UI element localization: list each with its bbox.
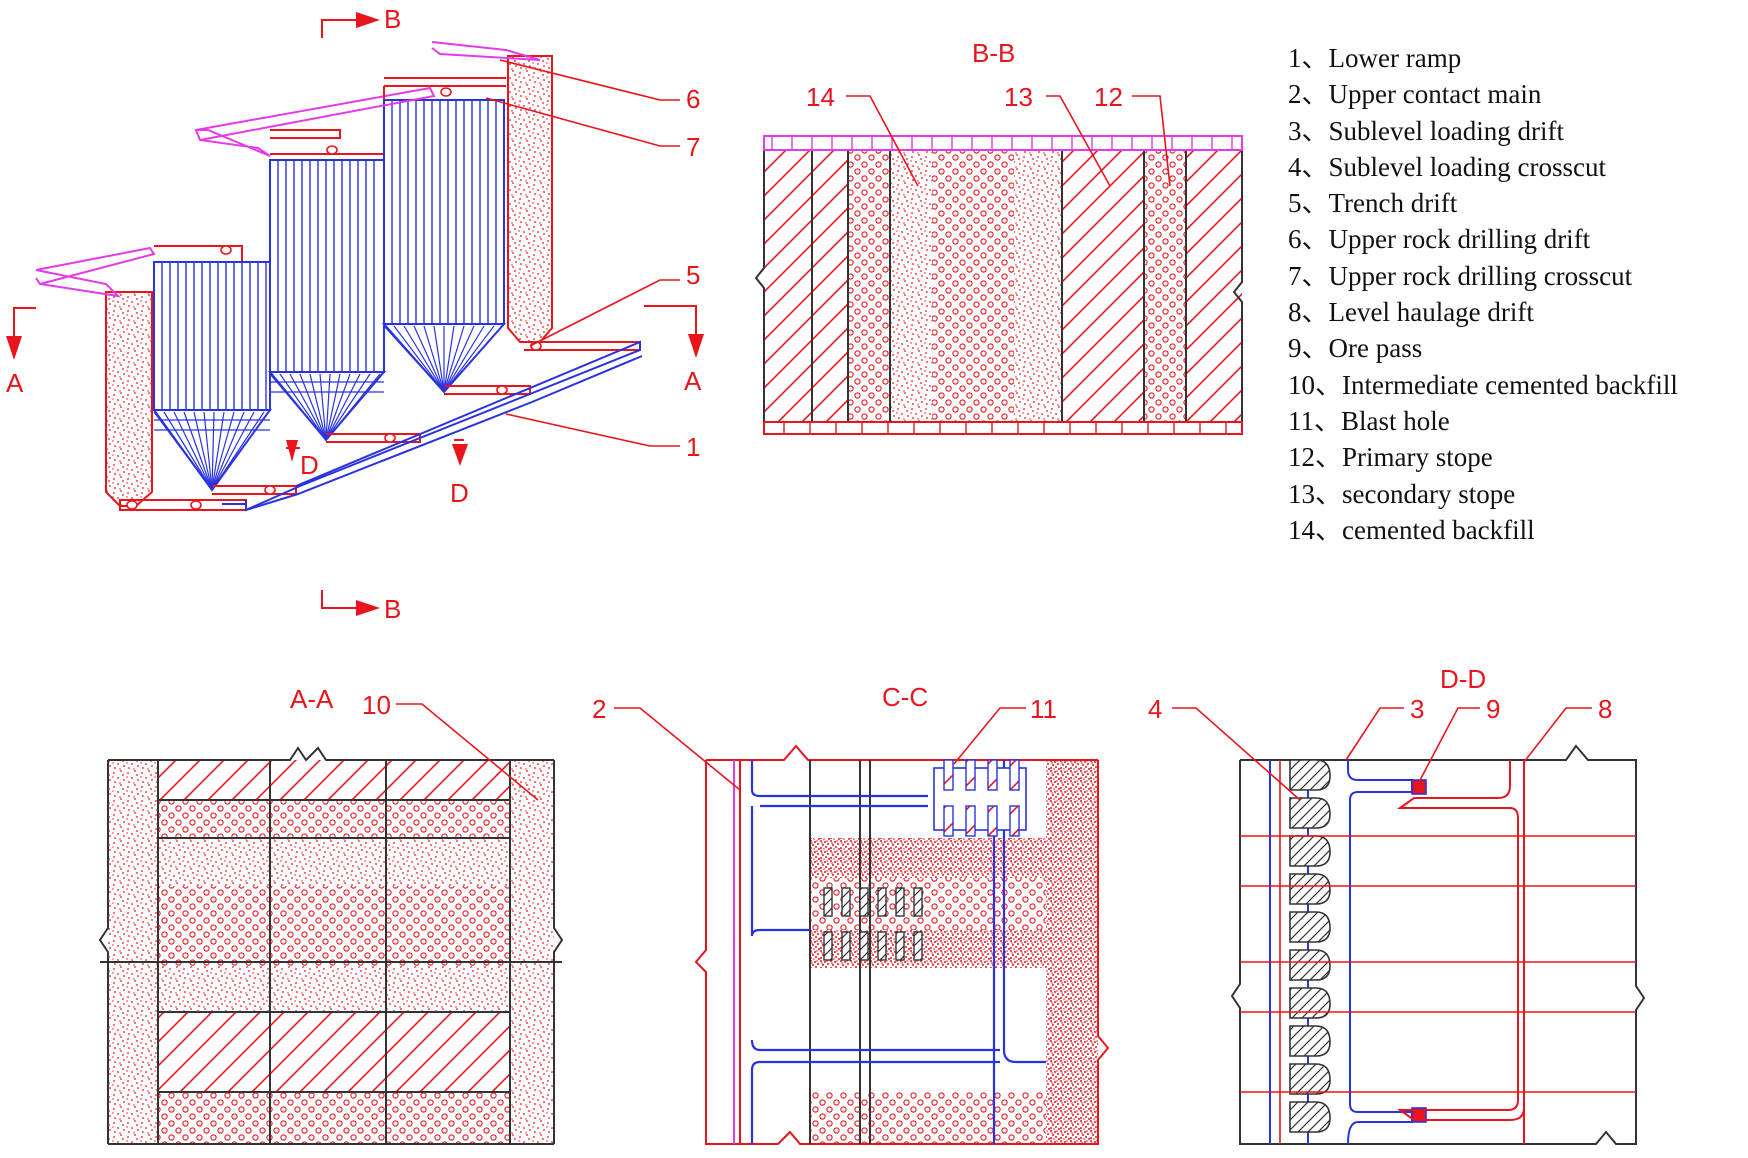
section-cc-view: C-C <box>592 682 1110 1145</box>
legend-item: 1、Lower ramp <box>1288 43 1462 73</box>
cc-primary-stope-bottom <box>810 1092 1046 1144</box>
bb-secondary-stope-4 <box>1186 150 1242 428</box>
callout-13: 13 <box>1004 82 1033 112</box>
cc-dark-blast-holes <box>823 887 923 961</box>
bb-secondary-stope-1 <box>764 150 812 428</box>
legend-item: 6、Upper rock drilling drift <box>1288 224 1591 255</box>
aa-primary-stope-3 <box>158 1092 510 1144</box>
section-bb-title: B-B <box>972 38 1015 68</box>
legend-item: 10、Intermediate cemented backfill <box>1288 369 1678 400</box>
callout-14: 14 <box>806 82 835 112</box>
section-b-top-marker: B <box>321 4 401 38</box>
section-aa-title: A-A <box>290 684 334 714</box>
legend-item: 11、Blast hole <box>1288 405 1450 436</box>
section-a-right-marker: A <box>644 305 704 396</box>
aa-left-backfill <box>108 760 158 1144</box>
drift-junctions <box>126 87 542 510</box>
dd-level-lines <box>1240 835 1636 1093</box>
bb-outline <box>754 150 1243 428</box>
section-a-left-marker: A <box>6 307 36 398</box>
callout-1: 1 <box>686 432 700 462</box>
section-d-right-marker: D <box>450 439 469 508</box>
callout-5: 5 <box>686 260 700 290</box>
legend-item: 5、Trench drift <box>1288 188 1458 219</box>
aa-grid <box>98 746 564 1145</box>
callout-9: 9 <box>1486 694 1500 724</box>
section-b-bottom-label: B <box>384 594 401 624</box>
left-backfill-column <box>105 291 153 507</box>
stope-middle <box>267 153 387 442</box>
section-d-left-label: D <box>300 450 319 480</box>
bb-primary-stope-1 <box>848 150 890 428</box>
lower-ramp <box>222 340 643 512</box>
bb-cemented-backfill-2 <box>1014 150 1062 428</box>
legend: 1、Lower ramp 2、Upper contact main 3、Subl… <box>1288 40 1748 548</box>
dd-outline <box>1230 744 1646 1145</box>
legend-item: 3、Sublevel loading drift <box>1288 115 1564 146</box>
bb-primary-stope-3 <box>1144 150 1186 428</box>
callout-8: 8 <box>1598 694 1612 724</box>
section-cc-title: C-C <box>882 682 928 712</box>
dd-ore-pass-bottom <box>1411 1107 1427 1123</box>
bb-cemented-backfill-1 <box>890 150 932 428</box>
isometric-callout-lines <box>485 59 680 447</box>
isometric-view: B B A A <box>6 4 704 624</box>
callout-12: 12 <box>1094 82 1123 112</box>
aa-right-backfill <box>510 760 554 1144</box>
stope-right <box>381 85 507 394</box>
upper-drilling-drifts <box>35 41 541 298</box>
callout-7: 7 <box>686 132 700 162</box>
bb-upper-drift <box>763 135 1243 151</box>
section-b-bottom-marker: B <box>321 590 401 624</box>
cc-outline <box>694 744 1110 1145</box>
bb-primary-stope-2 <box>932 150 1014 428</box>
legend-item: 2、Upper contact main <box>1288 79 1542 110</box>
aa-primary-stope-2 <box>158 886 510 966</box>
section-dd-title: D-D <box>1440 664 1486 694</box>
section-a-left-label: A <box>6 368 24 398</box>
section-aa-view: A-A 10 <box>98 684 564 1145</box>
aa-secondary-stope-bottom <box>158 1012 510 1092</box>
right-backfill-column <box>507 55 553 343</box>
callout-6: 6 <box>686 84 700 114</box>
callout-4: 4 <box>1148 694 1162 724</box>
bb-secondary-stope-3 <box>1062 150 1144 428</box>
section-b-top-label: B <box>384 4 401 34</box>
cc-right-backfill <box>1046 760 1098 1144</box>
section-d-left-marker: D <box>286 440 319 480</box>
section-bb-view: B-B 14 13 <box>754 38 1243 435</box>
section-a-right-label: A <box>684 366 702 396</box>
aa-primary-stope-1 <box>158 800 510 838</box>
section-dd-view: D-D <box>1148 664 1646 1145</box>
legend-item: 13、secondary stope <box>1288 478 1516 509</box>
stope-left <box>152 245 272 492</box>
callout-11: 11 <box>1030 694 1057 724</box>
callout-10: 10 <box>362 690 391 720</box>
bb-secondary-stope-2 <box>812 150 848 428</box>
section-d-right-label: D <box>450 478 469 508</box>
cc-blast-holes <box>933 759 1027 837</box>
dd-haulage-drift <box>1396 760 1525 1144</box>
legend-item: 14、cemented backfill <box>1288 514 1535 545</box>
dd-loading-drift <box>1347 760 1413 1145</box>
callout-3: 3 <box>1410 694 1424 724</box>
legend-item: 9、Ore pass <box>1288 333 1423 364</box>
dd-drawpoints <box>1289 759 1331 1133</box>
cc-blue-drifts <box>750 760 1046 1144</box>
legend-item: 12、Primary stope <box>1288 442 1493 473</box>
legend-item: 4、Sublevel loading crosscut <box>1288 151 1606 182</box>
aa-backfill-2 <box>158 966 510 1012</box>
aa-backfill-1 <box>158 838 510 886</box>
dd-ore-pass-top <box>1411 779 1427 795</box>
legend-item: 8、Level haulage drift <box>1288 297 1534 328</box>
aa-secondary-stope-top <box>158 760 510 800</box>
legend-item: 7、Upper rock drilling crosscut <box>1288 260 1633 291</box>
callout-2: 2 <box>592 694 606 724</box>
